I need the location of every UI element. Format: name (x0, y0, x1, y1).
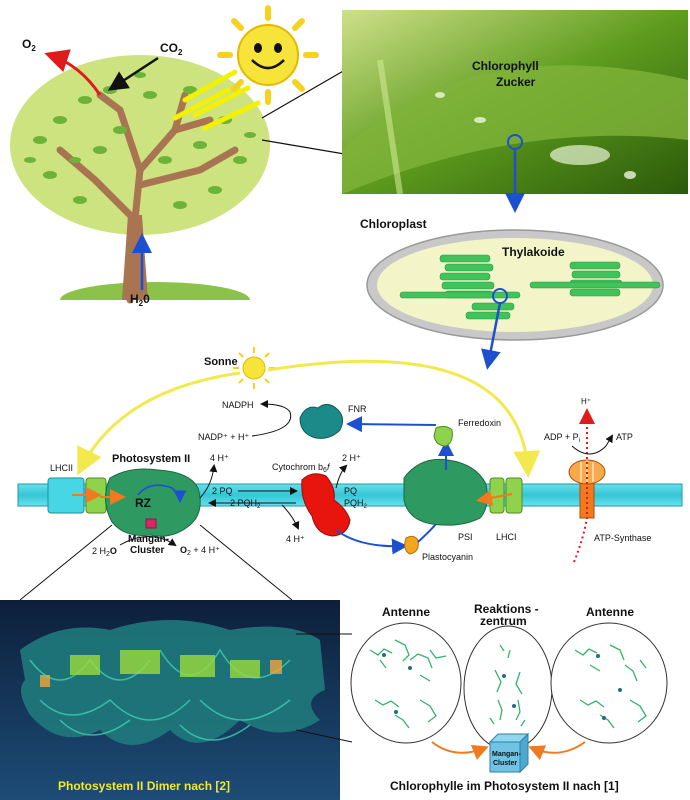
sunlight-rays (172, 69, 261, 131)
water-split-label: 2 H2O (92, 546, 117, 558)
reaction-center-label: RZ (135, 496, 151, 510)
nadph-label: NADPH (222, 400, 254, 410)
light-arrow-lhci (267, 359, 541, 478)
protein-structure-image: Photosystem II Dimer nach [2] (0, 600, 340, 800)
fnr (299, 404, 344, 439)
atp-label: ATP (616, 432, 633, 442)
tree-trunk (56, 91, 239, 304)
four-h-top-label: 4 H⁺ (210, 453, 229, 463)
antenna-left-label: Antenne (382, 605, 430, 619)
ferredoxin-label: Ferredoxin (458, 418, 501, 428)
pqh2-label: PQH2 (344, 498, 368, 510)
electron-to-fnr (346, 416, 437, 433)
chlorophyll-panel: Antenne Reaktions - zentrum Antenne M (350, 602, 668, 793)
chloroplast-to-membrane-arrow (481, 302, 502, 370)
sun-label: Sonne (204, 356, 238, 368)
zoom-line (19, 524, 113, 601)
lhcii-label: LHCII (50, 463, 73, 473)
chlorophyll-caption: Chlorophylle im Photosystem II nach [1] (390, 779, 619, 793)
sun-icon (233, 347, 275, 389)
water-splitting-arrow (119, 536, 177, 547)
sun-icon (217, 5, 319, 105)
proton-arrow (335, 464, 348, 489)
oxygen-arrow (44, 49, 102, 96)
energy-transfer-arrow (476, 489, 513, 506)
two-h-label: 2 H⁺ (342, 453, 361, 463)
antenna-right-circle (550, 622, 668, 744)
reaction-center-circle (463, 625, 553, 751)
h-plus-top-label: H⁺ (581, 397, 591, 406)
reaction-center-line1: Reaktions - (474, 602, 539, 616)
cube-label-1: Mangan- (492, 751, 521, 758)
chloroplast: Chloroplast Thylakoide (360, 217, 664, 341)
zoom-line (199, 524, 293, 601)
photosystem-i (403, 458, 488, 526)
proton-flow-arrow (573, 408, 595, 563)
zoom-line (261, 69, 346, 119)
oxygen-out-label: O2 + 4 H⁺ (180, 545, 220, 557)
atp-synthase-label: ATP-Synthase (594, 533, 651, 543)
zoom-line (295, 729, 353, 743)
chloroplast-title: Chloroplast (360, 217, 427, 231)
light-arrow-lhcii (77, 371, 241, 476)
reaction-center-line2: zentrum (480, 614, 527, 628)
nadp-label: NADP⁺ + H⁺ (198, 432, 250, 442)
cytochrome-label: Cytochrom b6f (272, 462, 331, 474)
thylakoid-label: Thylakoide (502, 245, 565, 259)
atp-formation-arrow (571, 434, 614, 455)
adp-label: ADP + Pi (544, 432, 580, 444)
photosystem-ii-label: Photosystem II (112, 453, 190, 465)
mangan-cluster-cube: Mangan- Cluster (488, 732, 530, 774)
light-reaction-pathway: Sonne LHCII Photosystem II RZ Mangan- Cl… (17, 347, 683, 563)
co2-arrow (107, 56, 159, 91)
chlorophyll-label: Chlorophyll (472, 59, 539, 73)
ground-cut (55, 300, 255, 320)
lhci-label: LHCI (496, 532, 517, 542)
cube-label-2: Cluster (493, 760, 517, 767)
mangan-label-1: Mangan- (128, 534, 169, 545)
cytochrome-b6f (301, 473, 351, 537)
psi-label: PSI (458, 532, 473, 542)
plastocyanin-label: Plastocyanin (422, 552, 473, 562)
four-h-bottom-label: 4 H⁺ (286, 534, 305, 544)
mangan-label-2: Cluster (130, 545, 165, 556)
mangan-cluster-cube (145, 518, 157, 529)
oxygen-label: O2 (22, 37, 36, 53)
electron-to-plastocyanin (335, 529, 408, 555)
nadph-conversion-arrow (251, 400, 292, 437)
thylakoid-stacks (399, 254, 661, 320)
sugar-label: Zucker (496, 75, 536, 89)
pq-label: PQ (344, 486, 357, 496)
electron-path-arrow (137, 484, 187, 504)
photosystem-ii (105, 468, 201, 537)
ferredoxin (433, 425, 453, 447)
two-pqh2-label: 2 PQH2 (230, 498, 261, 510)
chlorophyll-accents (382, 653, 622, 720)
chlorophyll-molecules (369, 639, 647, 729)
proton-arrow (281, 504, 300, 530)
two-pq-label: 2 PQ (212, 486, 233, 496)
energy-flow-arrow-left (431, 741, 489, 760)
co2-label: CO2 (160, 41, 183, 57)
proton-arrow (199, 464, 218, 499)
energy-flow-arrow-right (528, 741, 586, 761)
plastocyanin (404, 535, 419, 555)
tree-illustration: H20 O2 CO2 (10, 5, 319, 320)
dimer-caption: Photosystem II Dimer nach [2] (58, 779, 230, 793)
antenna-right-label: Antenne (586, 605, 634, 619)
tree-crown (10, 55, 270, 235)
fnr-label: FNR (348, 404, 367, 414)
water-label: H20 (130, 292, 150, 308)
